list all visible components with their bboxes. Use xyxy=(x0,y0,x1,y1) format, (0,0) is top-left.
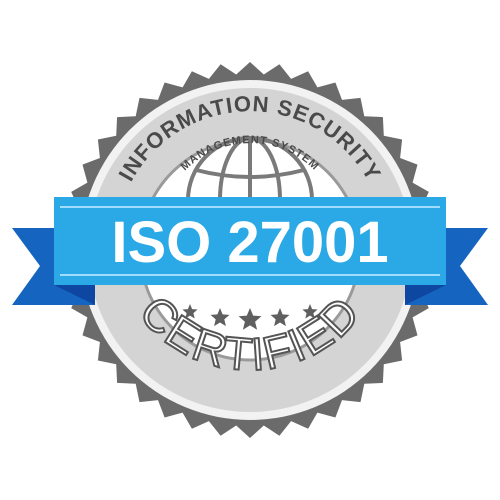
ribbon-front xyxy=(54,197,446,285)
star-icon xyxy=(302,304,318,319)
star-icon xyxy=(182,304,198,319)
star-row xyxy=(182,304,318,330)
ribbon-title: ISO 27001 xyxy=(111,210,388,275)
ribbon-fold-right xyxy=(405,285,446,305)
star-icon xyxy=(210,308,230,327)
ribbon-fold-left xyxy=(54,285,95,305)
star-icon xyxy=(238,308,262,330)
star-icon xyxy=(270,308,290,327)
